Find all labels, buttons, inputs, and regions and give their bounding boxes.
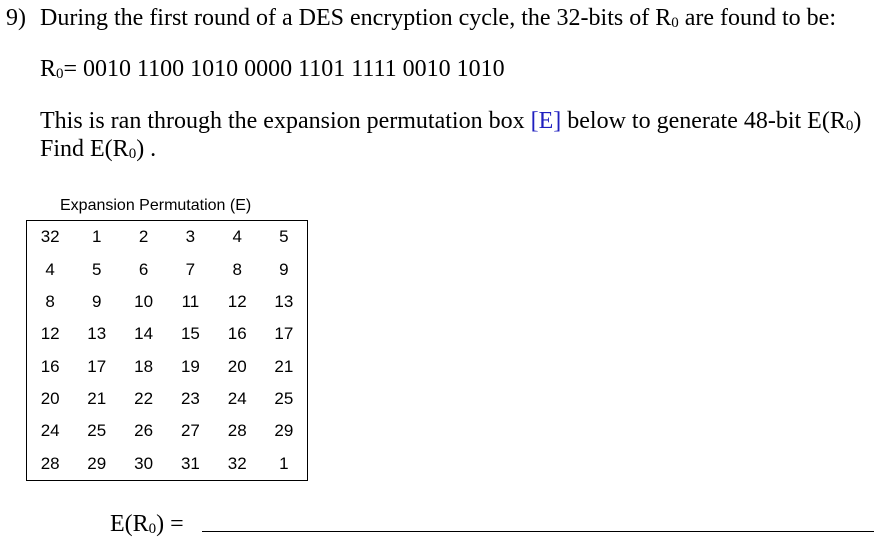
table-cell: 18 (134, 356, 154, 376)
table-row: 8 9 10 11 12 13 (27, 286, 308, 318)
question-text-end: are found to be: (678, 5, 836, 31)
table-caption: Expansion Permutation (E) (60, 197, 252, 214)
table-cell: 31 (180, 453, 200, 473)
table-cell: 5 (279, 227, 289, 247)
table-cell: 3 (185, 227, 196, 247)
question-number: 9) (6, 5, 26, 31)
table-cell: 13 (274, 291, 294, 311)
table-cell: 14 (134, 324, 154, 344)
description-text-end: ) (853, 108, 862, 134)
table-cell: 1 (279, 453, 289, 473)
table-cell: 12 (40, 324, 60, 344)
answer-subscript: 0 (148, 521, 157, 537)
table-cell: 22 (134, 388, 154, 408)
r0-subscript: 0 (56, 66, 64, 82)
table-cell: 28 (227, 421, 247, 441)
table-cell: 1 (92, 227, 102, 247)
answer-blank-line[interactable] (202, 531, 874, 532)
table-cell: 16 (40, 356, 60, 376)
table-cell: 12 (227, 291, 247, 311)
answer-label-equals: ) = (156, 511, 184, 537)
table-cell: 6 (138, 259, 149, 279)
table-cell: 32 (40, 227, 60, 247)
r0-label: R (40, 56, 57, 82)
table-cell: 28 (40, 453, 60, 473)
table-cell: 24 (227, 388, 247, 408)
table-cell: 17 (87, 356, 107, 376)
table-row: 28 29 30 31 32 1 (27, 448, 308, 481)
find-subscript: 0 (128, 146, 137, 162)
table-cell: 21 (87, 388, 107, 408)
question-subscript: 0 (671, 15, 679, 31)
table-cell: 25 (87, 421, 107, 441)
table-cell: 20 (40, 388, 60, 408)
find-text: Find E(R (40, 136, 129, 162)
table-cell: 19 (180, 356, 200, 376)
table-cell: 8 (45, 291, 55, 311)
answer-label-text: E(R (110, 511, 149, 537)
table-cell: 11 (181, 291, 200, 311)
table-row: 32 1 2 3 4 5 (27, 221, 308, 254)
table-cell: 27 (180, 421, 200, 441)
table-cell: 29 (274, 421, 294, 441)
description-text: This is ran through the expansion permut… (40, 108, 531, 134)
table-cell: 29 (87, 453, 107, 473)
table-cell: 23 (180, 388, 200, 408)
table-cell: 32 (227, 453, 247, 473)
table-cell: 9 (279, 259, 289, 279)
table-cell: 2 (138, 227, 149, 247)
table-cell: 26 (134, 421, 154, 441)
description-subscript: 0 (845, 118, 854, 134)
table-row: 12 13 14 15 16 17 (27, 318, 308, 350)
r0-bits: = 0010 1100 1010 0000 1101 1111 0010 101… (63, 56, 505, 82)
question-line: 9) During the first round of a DES encryp… (6, 4, 836, 35)
table-cell: 10 (134, 291, 154, 311)
description-line-2: Find E(R0) . (40, 135, 156, 166)
table-cell: 13 (87, 324, 107, 344)
e-box-link[interactable]: [E] (530, 108, 562, 134)
table-cell: 17 (274, 324, 294, 344)
table-cell: 24 (40, 421, 60, 441)
table-cell: 25 (274, 388, 294, 408)
question-text: During the first round of a DES encrypti… (40, 5, 672, 31)
find-text-end: ) . (136, 136, 157, 162)
table-row: 16 17 18 19 20 21 (27, 350, 308, 382)
description-line-1: This is ran through the expansion permut… (40, 107, 861, 138)
table-cell: 20 (227, 356, 247, 376)
table-cell: 16 (227, 324, 247, 344)
description-text-mid: below to generate 48-bit E(R (561, 108, 846, 134)
table-cell: 30 (134, 453, 154, 473)
table-row: 24 25 26 27 28 29 (27, 415, 308, 447)
table-cell: 21 (274, 356, 294, 376)
table-cell: 4 (45, 259, 55, 279)
table-cell: 4 (232, 227, 242, 247)
table-cell: 15 (180, 324, 200, 344)
table-row: 20 21 22 23 24 25 (27, 383, 308, 415)
r0-value-line: R0= 0010 1100 1010 0000 1101 1111 0010 1… (40, 55, 505, 86)
answer-label: E(R0) = (110, 510, 184, 541)
table-row: 4 5 6 7 8 9 (27, 253, 308, 285)
table-cell: 8 (232, 259, 242, 279)
table-cell: 7 (185, 259, 196, 279)
table-cell: 9 (92, 291, 102, 311)
table-cell: 5 (92, 259, 102, 279)
